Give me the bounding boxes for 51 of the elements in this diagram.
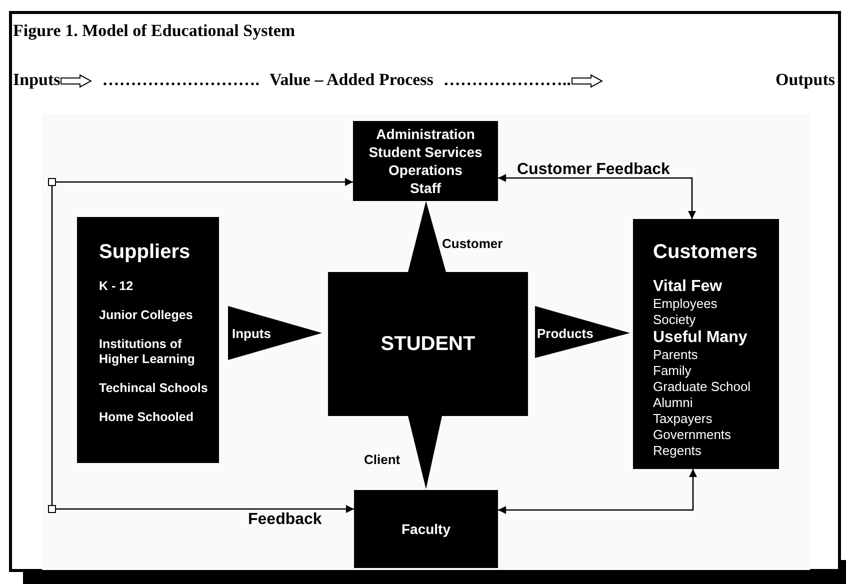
wedge-arrow: [535, 306, 630, 358]
group-heading: Useful Many: [653, 328, 748, 347]
node-text: Institutions of Higher Learning: [99, 337, 196, 367]
box-heading: Customers: [653, 240, 758, 265]
edge-label: Feedback: [248, 510, 322, 530]
node-text: K - 12: [99, 279, 134, 294]
edge-label: Inputs: [232, 325, 271, 343]
node-text: Student Services: [368, 143, 482, 161]
node-text: Family: [653, 363, 692, 379]
node-text: Governments: [653, 427, 732, 443]
wedge-arrow: [228, 306, 322, 360]
figure-title: Figure 1. Model of Educational System: [13, 20, 296, 42]
process-box: [354, 490, 498, 568]
node-text: Taxpayers: [653, 411, 712, 427]
group-heading: Vital Few: [653, 277, 722, 296]
connector-arrow: [56, 505, 354, 513]
box-heading: Suppliers: [99, 240, 190, 265]
connector-arrow: [498, 174, 696, 219]
node-text: Administration: [376, 125, 475, 143]
header-label: Inputs: [13, 69, 60, 91]
node-text: STUDENT: [380, 332, 476, 357]
node-text: Employees: [653, 296, 718, 312]
edge-label: Products: [537, 325, 594, 343]
node-text: Staff: [410, 179, 442, 197]
process-box: [633, 219, 779, 469]
connector-arrow: [56, 178, 353, 186]
node-text: Parents: [653, 347, 698, 363]
header-label: Outputs: [775, 69, 835, 91]
process-box: [353, 121, 498, 201]
process-box: [77, 217, 219, 463]
node-text: Alumni: [653, 395, 693, 411]
corner-square: [48, 505, 56, 513]
node-text: Home Schooled: [99, 410, 194, 425]
node-text: Junior Colleges: [99, 308, 193, 323]
node-text: Faculty: [401, 520, 450, 539]
edge-label: Customer Feedback: [517, 160, 670, 180]
node-text: Operations: [388, 161, 462, 179]
node-text: Regents: [653, 443, 702, 459]
node-text: Society: [653, 312, 696, 328]
process-box: [328, 272, 528, 416]
dotted-leader: …………………..: [443, 69, 571, 91]
node-text: Techincal Schools: [99, 381, 208, 396]
connector-arrow: [498, 469, 697, 514]
edge-label: Client: [364, 451, 400, 469]
node-text: Graduate School: [653, 379, 751, 395]
wedge-arrow: [408, 201, 446, 272]
wedge-arrow: [408, 416, 442, 489]
dotted-leader: ……………………….: [102, 69, 260, 91]
edge-label: Customer: [442, 235, 503, 253]
header-label: Value – Added Process: [270, 69, 434, 91]
corner-square: [48, 178, 56, 186]
